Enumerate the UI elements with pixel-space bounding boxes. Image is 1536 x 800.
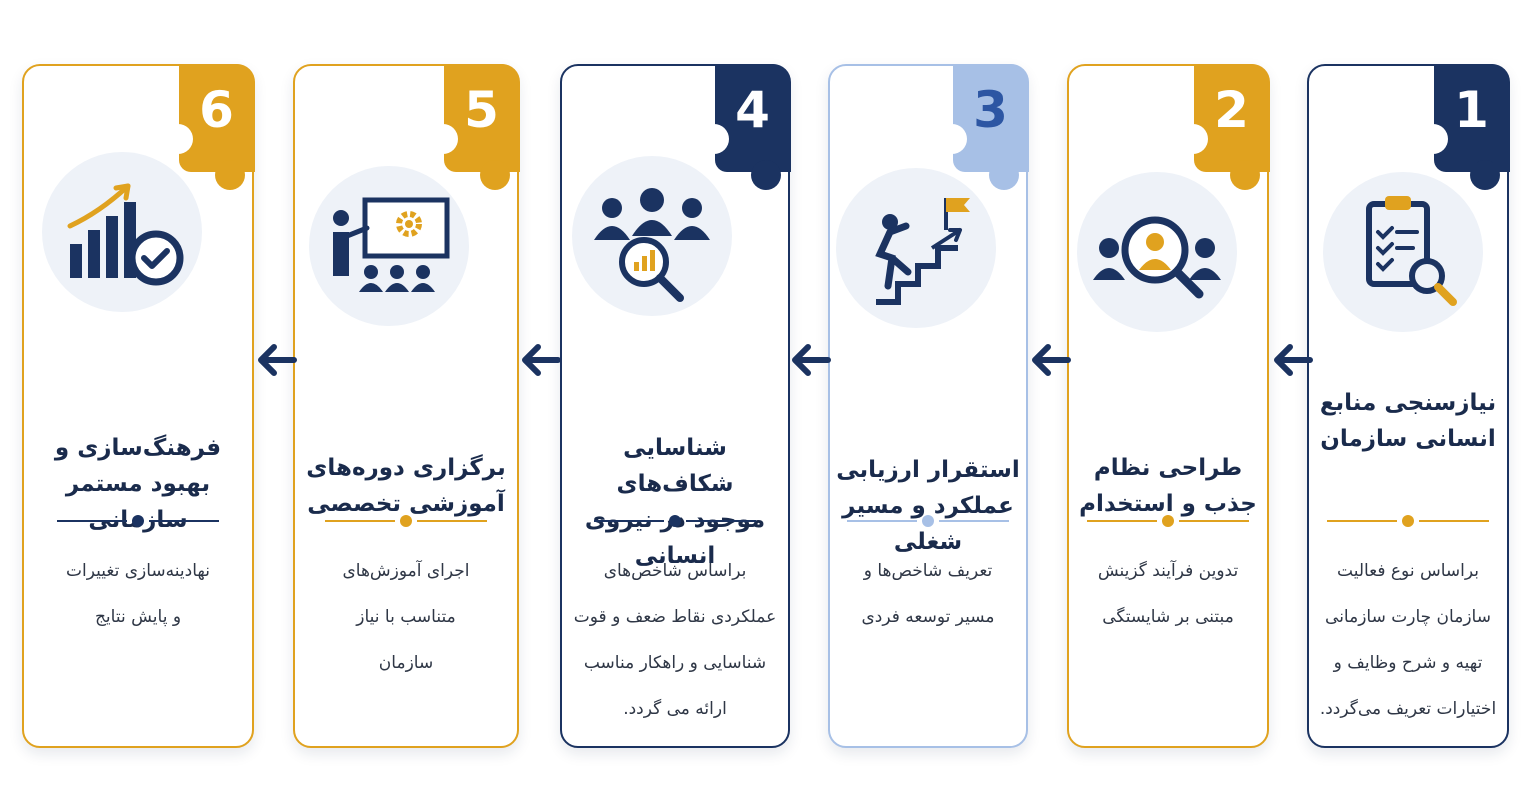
growth-chart-check-icon xyxy=(42,152,202,312)
step-number: 5 xyxy=(464,80,499,139)
divider xyxy=(325,515,487,527)
team-analysis-magnifier-icon xyxy=(572,156,732,316)
step-number-tab: 4 xyxy=(698,63,791,190)
step-number-tab: 2 xyxy=(1177,63,1270,190)
arrow-left-icon xyxy=(1032,344,1071,376)
training-presentation-icon xyxy=(309,166,469,326)
step-number: 1 xyxy=(1454,80,1489,139)
divider xyxy=(847,515,1009,527)
divider xyxy=(1327,515,1489,527)
arrow-left-icon xyxy=(522,344,561,376)
step-number: 2 xyxy=(1214,80,1249,139)
career-stairs-flag-icon xyxy=(836,168,996,328)
arrow-left-icon xyxy=(792,344,831,376)
step-number: 3 xyxy=(973,80,1008,139)
step-number: 6 xyxy=(199,80,234,139)
arrow-left-icon xyxy=(1274,344,1313,376)
step-number-tab: 1 xyxy=(1417,63,1510,190)
step-number-tab: 6 xyxy=(162,63,255,190)
step-number-tab: 5 xyxy=(427,63,520,190)
step-number-tab: 3 xyxy=(936,63,1029,190)
divider xyxy=(1087,515,1249,527)
divider xyxy=(57,515,219,527)
arrow-left-icon xyxy=(258,344,297,376)
clipboard-checklist-magnifier-icon xyxy=(1323,172,1483,332)
step-number: 4 xyxy=(735,80,770,139)
divider xyxy=(594,515,756,527)
recruitment-magnifier-icon xyxy=(1077,172,1237,332)
